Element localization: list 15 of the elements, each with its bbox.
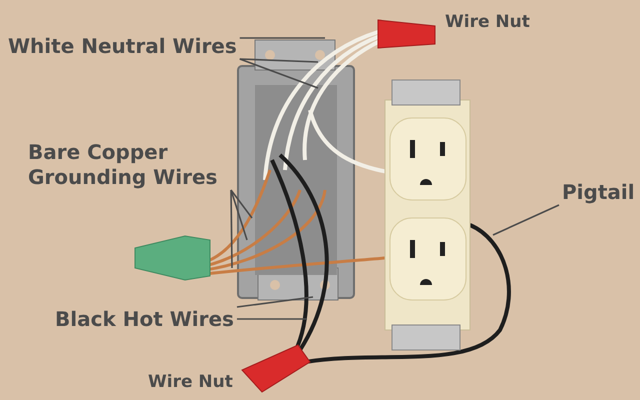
callout-label: Bare Copper Grounding Wires xyxy=(28,140,228,190)
part-label: Wire Nut xyxy=(445,11,530,34)
leader-line xyxy=(230,190,233,268)
part-label: Wire Nut xyxy=(148,371,233,394)
leader-line xyxy=(492,204,560,236)
leader-line xyxy=(230,190,248,240)
leader-line xyxy=(236,318,307,320)
callout-label: Pigtail xyxy=(562,180,635,205)
leader-line xyxy=(230,190,253,218)
leader-line xyxy=(240,58,318,89)
leader-line xyxy=(240,37,325,39)
callout-label: White Neutral Wires xyxy=(8,34,237,59)
leader-line xyxy=(236,296,314,308)
leader-line xyxy=(240,58,318,63)
callout-label: Black Hot Wires xyxy=(55,307,234,332)
